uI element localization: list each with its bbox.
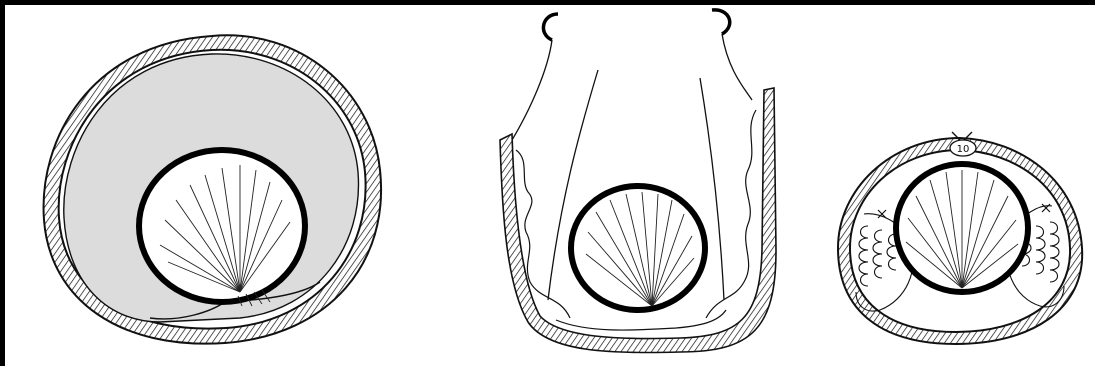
right-marker-label: 10 (957, 144, 970, 155)
middle-left-hook (543, 14, 558, 40)
left-bold-ring (139, 150, 305, 302)
right-top-marker: 10 (950, 132, 976, 156)
panel-middle (500, 10, 776, 353)
middle-right-hook (712, 10, 730, 34)
panel-left (44, 35, 382, 343)
middle-bottom-fold (556, 310, 726, 330)
panel-right: 10 (838, 132, 1082, 344)
middle-funnel-outline (512, 34, 752, 140)
